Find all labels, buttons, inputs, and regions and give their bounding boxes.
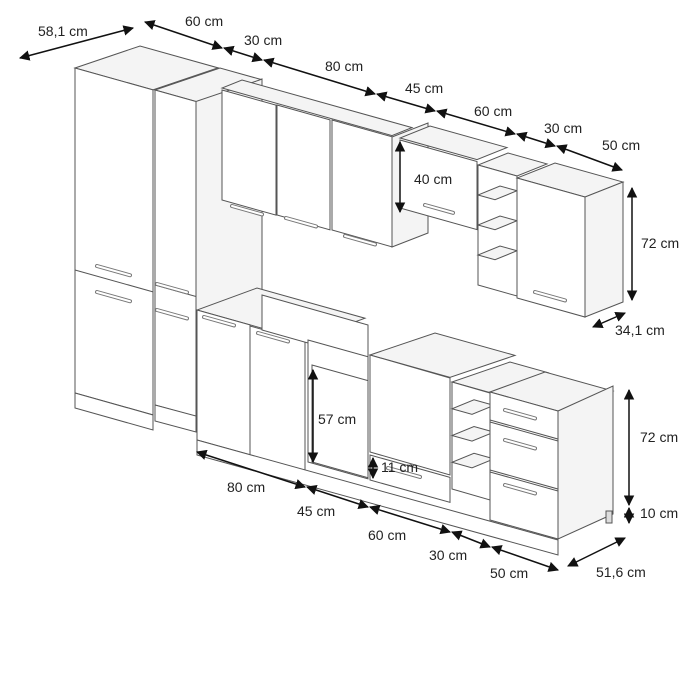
- handle: [285, 217, 317, 228]
- dim-bottom-2: 45 cm: [297, 503, 335, 519]
- tall2-cabinet-front: [154, 89, 197, 418]
- dim-sink-panel: 57 cm: [318, 411, 356, 427]
- dimension-arrow: [435, 108, 517, 137]
- dimension-arrow: [556, 144, 623, 172]
- base-door: [196, 309, 251, 456]
- dim-top-1: 60 cm: [185, 13, 223, 29]
- leveling-foot: [605, 510, 613, 524]
- flap-top: [398, 125, 509, 161]
- dim-flap-height: 40 cm: [414, 171, 452, 187]
- dim-bottom-5: 50 cm: [490, 565, 528, 581]
- dim-base-depth: 51,6 cm: [596, 564, 646, 580]
- dimension-arrow: [306, 484, 369, 510]
- handle: [96, 291, 131, 303]
- dimension-arrow: [262, 57, 377, 97]
- handle: [387, 467, 421, 478]
- base-door: [249, 325, 306, 472]
- wall-door: [221, 89, 277, 216]
- dim-top-3: 80 cm: [325, 58, 363, 74]
- dimension-arrow: [368, 504, 452, 535]
- dim-top-6: 30 cm: [544, 120, 582, 136]
- handle: [504, 409, 536, 420]
- handle: [156, 309, 188, 320]
- handle: [424, 204, 454, 214]
- dimension-arrow: [515, 131, 557, 149]
- oven-housing: [369, 354, 451, 476]
- wall-door: [276, 104, 331, 231]
- dim-wall-depth: 34,1 cm: [615, 322, 665, 338]
- handle: [344, 235, 376, 246]
- dim-bottom-3: 60 cm: [368, 527, 406, 543]
- dimension-arrow: [18, 25, 135, 61]
- plinth: [154, 404, 197, 433]
- dimension-arrow: [196, 449, 306, 490]
- plinth: [74, 392, 154, 431]
- handle: [231, 205, 263, 216]
- dim-top-2: 30 cm: [244, 32, 282, 48]
- handle: [504, 439, 536, 450]
- dimension-arrow: [222, 45, 264, 63]
- cabinets: [73, 45, 625, 556]
- dimension-arrow: [375, 91, 437, 114]
- dim-bottom-1: 80 cm: [227, 479, 265, 495]
- dimension-arrows: [18, 20, 638, 572]
- dimension-arrow: [592, 311, 626, 329]
- handle: [203, 316, 235, 327]
- dim-top-5: 60 cm: [474, 103, 512, 119]
- handle: [257, 332, 289, 343]
- dim-oven-drawer: 11 cm: [381, 459, 418, 475]
- dimension-arrow: [567, 537, 626, 567]
- dim-plinth-height: 10 cm: [640, 505, 678, 521]
- handle: [156, 283, 188, 294]
- wall-door: [331, 119, 393, 248]
- open-shelf-cabinet: [477, 164, 518, 297]
- dimension-arrow: [451, 530, 491, 549]
- dim-bottom-4: 30 cm: [429, 547, 467, 563]
- dim-top-4: 45 cm: [405, 80, 443, 96]
- dim-base-height: 72 cm: [640, 429, 678, 445]
- dimension-arrow: [144, 20, 223, 50]
- wall50-side: [584, 181, 624, 318]
- dim-top-7: 50 cm: [602, 137, 640, 153]
- door-split: [74, 269, 154, 293]
- tall-cabinet-front: [74, 67, 154, 416]
- base-side: [557, 385, 614, 540]
- dimension-labels: 58,1 cm 60 cm 30 cm 80 cm 45 cm 60 cm 30…: [38, 13, 679, 581]
- handle: [534, 291, 566, 302]
- handle: [504, 484, 536, 495]
- dim-depth-tall: 58,1 cm: [38, 23, 88, 39]
- handle: [96, 265, 131, 277]
- dimension-arrow: [491, 545, 559, 572]
- dim-wall-height: 72 cm: [641, 235, 679, 251]
